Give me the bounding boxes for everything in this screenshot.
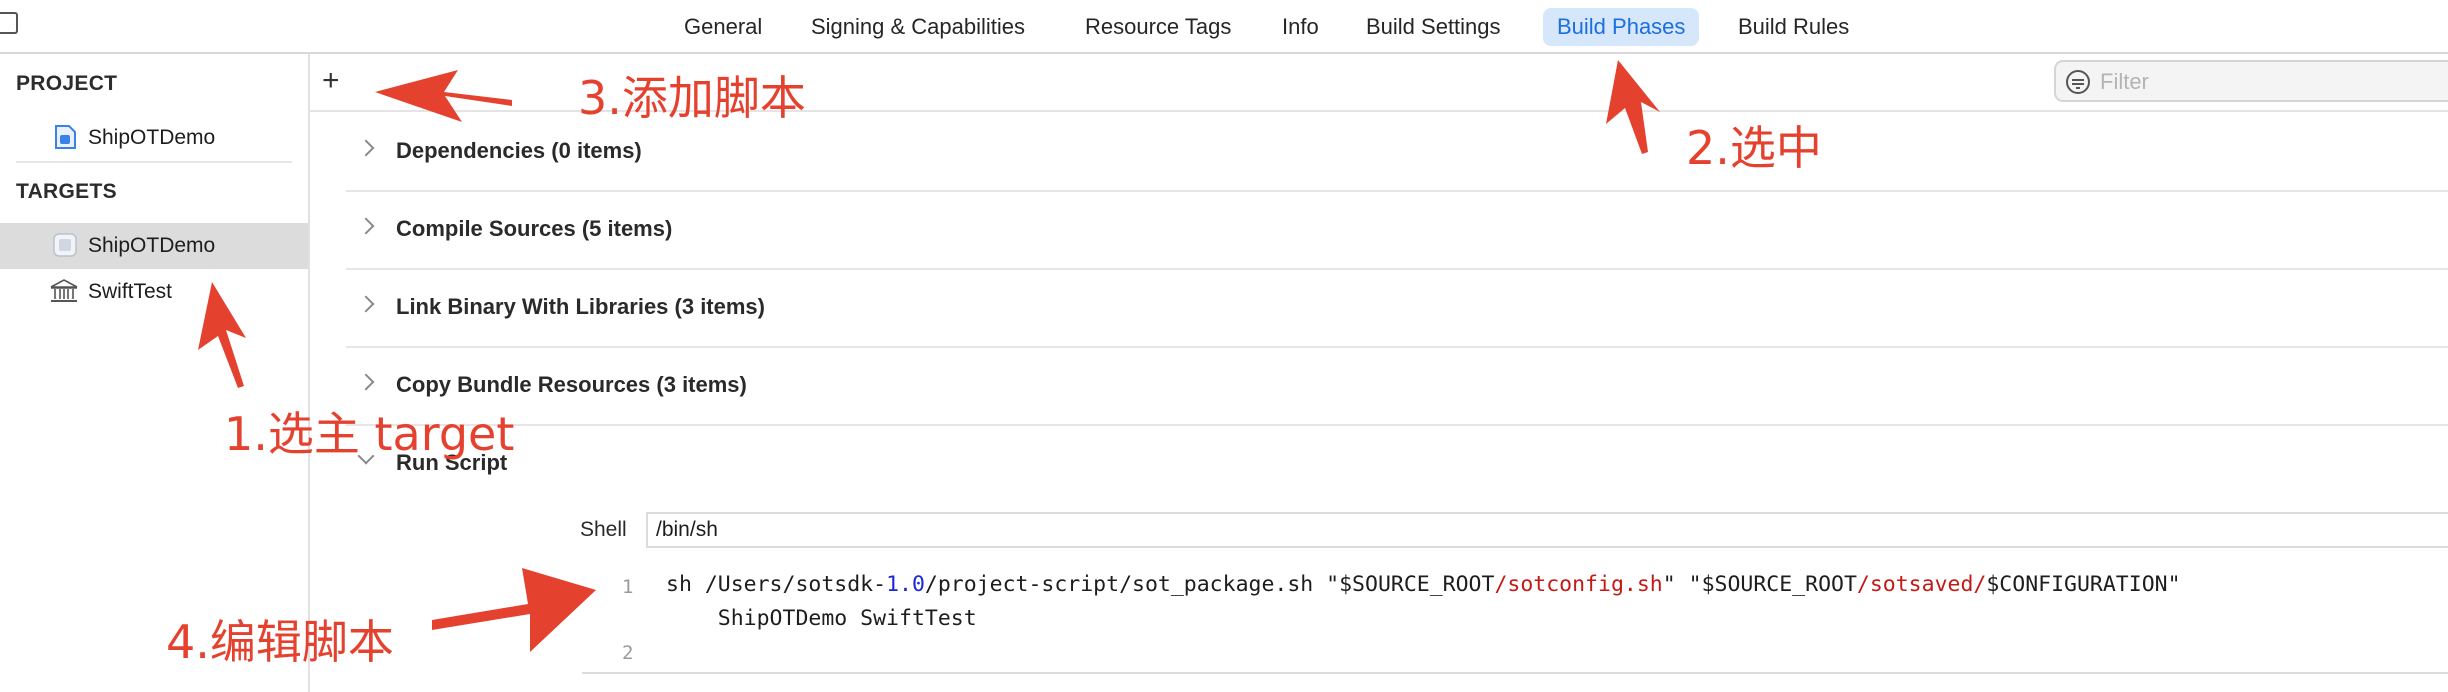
- filter-field[interactable]: [2054, 60, 2448, 102]
- phase-title: Dependencies (0 items): [396, 138, 642, 163]
- sidebar-item-label: ShipOTDemo: [88, 234, 216, 257]
- tab-build-settings[interactable]: Build Settings: [1366, 14, 1501, 39]
- line-number: 1: [622, 576, 634, 598]
- code-line-1[interactable]: sh /Users/sotsdk-1.0/project-script/sot_…: [666, 572, 2181, 597]
- chevron-right-icon[interactable]: [357, 139, 375, 157]
- code-segment: " "$SOURCE_ROOT: [1662, 572, 1857, 597]
- code-line-1-wrap[interactable]: ShipOTDemo SwiftTest: [666, 606, 977, 631]
- tab-build-rules[interactable]: Build Rules: [1738, 14, 1850, 39]
- tab-bar: General Signing & Capabilities Resource …: [0, 0, 2448, 54]
- code-number-literal: 1.0: [886, 572, 925, 597]
- tab-general[interactable]: General: [684, 14, 763, 39]
- add-build-phase-button[interactable]: +: [322, 64, 340, 97]
- phase-title: Link Binary With Libraries (3 items): [396, 294, 765, 319]
- phase-link-binary[interactable]: Link Binary With Libraries (3 items): [346, 268, 2448, 348]
- filter-input[interactable]: [2098, 68, 2442, 96]
- phase-compile-sources[interactable]: Compile Sources (5 items): [346, 190, 2448, 270]
- tab-signing-capabilities[interactable]: Signing & Capabilities: [811, 14, 1026, 39]
- sidebar-item-project[interactable]: ShipOTDemo: [0, 115, 308, 161]
- code-string-literal: /sotsaved/: [1856, 572, 1987, 597]
- script-editor[interactable]: 1 2 sh /Users/sotsdk-1.0/project-script/…: [582, 562, 2448, 674]
- phase-run-script[interactable]: Run Script: [346, 424, 2448, 502]
- code-segment: /project-script/sot_package.sh "$SOURCE_…: [924, 572, 1495, 597]
- targets-section-header: TARGETS: [16, 180, 117, 203]
- chevron-right-icon[interactable]: [357, 373, 375, 391]
- framework-building-icon: [50, 279, 78, 302]
- phase-title: Compile Sources (5 items): [396, 216, 673, 241]
- sidebar-item-label: ShipOTDemo: [88, 126, 216, 149]
- shell-label: Shell: [580, 518, 627, 541]
- app-target-icon: [53, 233, 77, 257]
- sidebar-item-label: SwiftTest: [88, 280, 173, 303]
- tab-build-phases[interactable]: Build Phases: [1543, 8, 1700, 46]
- phase-copy-bundle-resources[interactable]: Copy Bundle Resources (3 items): [346, 346, 2448, 426]
- code-string-literal: /sotconfig.sh: [1494, 572, 1663, 597]
- annotation-step-4: 4.编辑脚本: [166, 615, 394, 669]
- project-file-icon: [55, 125, 76, 149]
- line-number: 2: [622, 642, 634, 664]
- sidebar-divider: [16, 161, 292, 163]
- toolbar-divider: [310, 110, 2448, 112]
- phase-title: Run Script: [396, 450, 508, 475]
- sidebar-item-target-shipotdemo[interactable]: ShipOTDemo: [0, 223, 308, 269]
- code-segment: $CONFIGURATION": [1986, 572, 2181, 597]
- annotation-step-1: 1.选主 target: [224, 407, 515, 461]
- sidebar-toggle-icon[interactable]: [0, 12, 18, 34]
- annotation-step-2: 2.选中: [1686, 121, 1822, 175]
- phase-dependencies[interactable]: Dependencies (0 items): [346, 112, 2448, 192]
- chevron-right-icon[interactable]: [357, 295, 375, 313]
- project-section-header: PROJECT: [16, 72, 118, 95]
- filter-icon: [2066, 70, 2090, 94]
- chevron-right-icon[interactable]: [357, 217, 375, 235]
- tab-resource-tags[interactable]: Resource Tags: [1085, 14, 1232, 39]
- sidebar-item-target-swifttest[interactable]: SwiftTest: [0, 269, 308, 315]
- phase-title: Copy Bundle Resources (3 items): [396, 372, 747, 397]
- project-navigator-sidebar: PROJECT ShipOTDemo TARGETS ShipOTDemo Sw…: [0, 54, 310, 692]
- shell-input[interactable]: [646, 512, 2448, 548]
- annotation-step-3: 3.添加脚本: [578, 71, 806, 125]
- code-segment: sh /Users/sotsdk-: [666, 572, 887, 597]
- tab-info[interactable]: Info: [1282, 14, 1319, 39]
- annotation-arrow-4: [432, 568, 596, 652]
